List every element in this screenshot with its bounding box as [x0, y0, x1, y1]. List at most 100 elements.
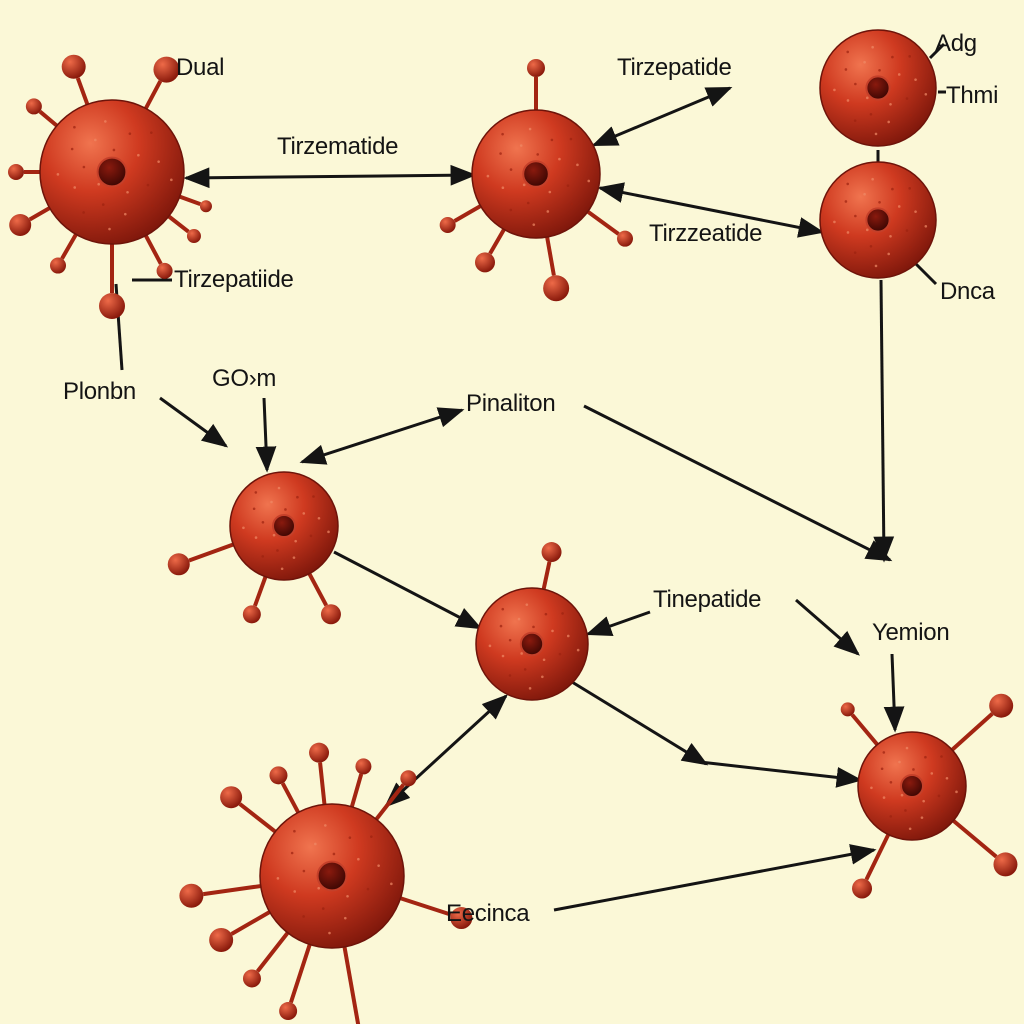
receptor-knob	[309, 742, 330, 763]
cell-gorm	[167, 471, 341, 625]
receptor-stalk	[280, 782, 302, 817]
cell-texture	[137, 153, 140, 157]
cell-texture	[853, 119, 857, 122]
cell-texture	[108, 227, 111, 231]
receptor-stalk	[348, 773, 364, 812]
cell-texture	[532, 625, 535, 629]
cell-texture	[869, 112, 873, 116]
cell-texture	[853, 251, 857, 254]
cell-texture	[390, 882, 393, 886]
cell-texture	[846, 50, 850, 54]
cell-texture	[912, 768, 915, 771]
receptor-knob	[989, 693, 1014, 718]
cell-texture	[891, 187, 894, 191]
label-tirzepatide-top: Tirzepatide	[617, 54, 732, 81]
cell-texture	[499, 152, 502, 155]
cell-texture	[905, 746, 909, 750]
cell-yemion	[840, 693, 1018, 899]
cell-texture	[276, 549, 279, 552]
receptor-knob	[25, 98, 42, 115]
cell-texture	[317, 886, 320, 890]
label-thmi: Thmi	[946, 82, 999, 109]
cell-texture	[898, 760, 901, 764]
cell-texture	[536, 153, 540, 156]
arrow-cell4-down	[873, 279, 895, 563]
cell-texture	[569, 137, 573, 141]
cell-texture	[357, 857, 360, 861]
receptor-stalk	[142, 231, 163, 265]
receptor-stalk	[850, 713, 882, 749]
receptor-knob	[439, 217, 456, 233]
cell-texture	[508, 638, 512, 642]
cell-texture	[261, 520, 265, 524]
cell-dual	[8, 54, 212, 319]
cell-texture	[897, 73, 901, 76]
cell-texture	[874, 264, 878, 268]
cell-texture	[254, 536, 258, 539]
arrow-cell1-cell2	[183, 164, 477, 189]
receptor-knob	[527, 59, 545, 77]
cell-texture	[525, 603, 529, 606]
cell-texture	[924, 755, 927, 759]
cell-adg	[819, 29, 937, 147]
cell-texture	[522, 183, 526, 187]
cell-texture	[937, 794, 941, 798]
cell-texture	[870, 786, 873, 790]
cell-texture	[532, 223, 536, 226]
connector-dnca	[914, 262, 938, 286]
arrow-yemion-cell8	[883, 653, 905, 733]
label-yemion: Yemion	[872, 619, 950, 646]
receptor-stalk	[142, 80, 163, 113]
cell-texture	[277, 486, 281, 490]
cell-texture	[343, 916, 347, 920]
receptor-knob	[852, 878, 873, 899]
receptor-knob	[279, 1002, 298, 1021]
receptor-stalk	[488, 224, 508, 255]
receptor-knob	[993, 852, 1018, 877]
cell-texture	[150, 131, 153, 134]
arrow-eecinca-cell8	[553, 844, 877, 912]
receptor-stalk	[253, 572, 269, 607]
cell-texture	[324, 824, 327, 827]
label-dnca: Dnca	[940, 278, 995, 305]
receptor-stalk	[230, 908, 275, 936]
cell-texture	[882, 751, 886, 754]
cell-texture	[900, 793, 904, 797]
cell-texture	[558, 157, 561, 161]
cell-eecinca	[179, 742, 473, 1024]
cell-texture	[104, 120, 107, 123]
receptor-stalk	[164, 212, 190, 234]
cell-texture	[570, 202, 574, 206]
receptor-knob	[475, 252, 495, 273]
cell-nucleus	[865, 207, 891, 233]
cell-texture	[314, 842, 317, 846]
cell-texture	[517, 617, 521, 621]
receptor-stalk	[238, 802, 280, 836]
cell-texture	[82, 165, 86, 169]
arrow-cell2-cell4	[597, 182, 825, 238]
cell-texture	[94, 138, 97, 142]
cell-texture	[73, 186, 77, 189]
cell-texture	[891, 55, 894, 59]
cell-texture	[302, 869, 306, 873]
receptor-stalk	[318, 762, 327, 809]
cell-texture	[920, 816, 924, 819]
cell-texture	[844, 200, 848, 203]
cell-texture	[887, 252, 891, 256]
receptor-knob	[242, 969, 261, 988]
cell-texture	[520, 652, 523, 655]
cell-texture	[252, 507, 256, 511]
cell-texture	[290, 851, 294, 855]
cell-texture	[488, 644, 492, 648]
cell-texture	[70, 147, 74, 151]
cell-texture	[346, 894, 349, 898]
cell-texture	[576, 163, 579, 167]
cell-texture	[526, 201, 530, 205]
cell-texture	[908, 187, 911, 190]
cell-texture	[123, 212, 127, 216]
cell-texture	[332, 852, 336, 856]
cell-texture	[56, 173, 60, 176]
cell-nucleus	[522, 160, 550, 188]
cell-texture	[73, 125, 76, 129]
cell-texture	[523, 668, 527, 671]
